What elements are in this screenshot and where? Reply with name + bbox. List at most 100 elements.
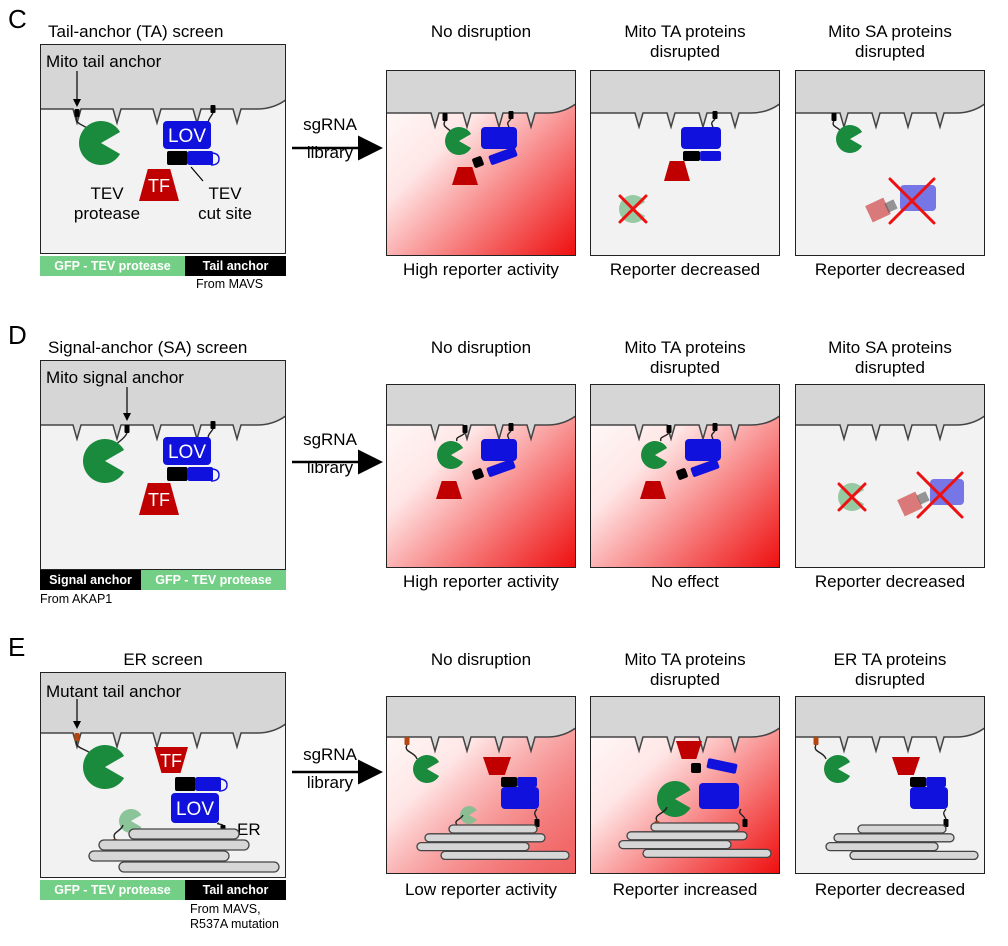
svg-text:TF: TF	[160, 751, 182, 771]
outcome-panel-e3	[795, 696, 985, 874]
outcome-result-e3: Reporter decreased	[814, 880, 966, 899]
mitochondrion-shape	[591, 697, 779, 754]
outcome-result-c2: Reporter decreased	[609, 260, 761, 279]
outcome-result-d1: High reporter activity	[403, 572, 559, 591]
scheme-panel-e: TF LOV ER	[40, 672, 286, 878]
tev-cut-site-shape	[683, 151, 721, 161]
tev-cut-site-shape	[501, 777, 537, 787]
panel-title-d: Signal-anchor (SA) screen	[48, 338, 248, 357]
anchor-label-c: Mito tail anchor	[46, 52, 162, 71]
disruption-cross-shape	[888, 177, 936, 225]
er-membrane-shape	[88, 828, 280, 873]
transcription-factor-shape: TF	[154, 747, 188, 773]
tev-protease-shape	[460, 806, 477, 824]
tev-protease-shape	[119, 809, 142, 833]
mitochondrion-shape	[796, 385, 984, 442]
panel-title-c: Tail-anchor (TA) screen	[48, 22, 224, 41]
membrane-anchor-shape	[404, 737, 410, 745]
tev-protease-shape	[641, 441, 668, 469]
lov-domain-shape: LOV	[171, 793, 219, 823]
membrane-anchor-shape	[508, 423, 514, 431]
construct-source-d: From AKAP1	[40, 592, 113, 606]
lov-domain-shape	[481, 439, 517, 461]
tev-protease-shape	[83, 745, 125, 789]
outcome-panel-c1	[386, 70, 576, 256]
disruption-cross-shape	[837, 482, 867, 512]
tev-cut-site-shape	[175, 777, 221, 791]
transcription-factor-shape	[892, 757, 920, 775]
tev-protease-shape	[83, 439, 125, 483]
membrane-anchor-shape	[712, 423, 718, 431]
outcome-result-e2: Reporter increased	[612, 880, 758, 899]
outcome-panel-e2	[590, 696, 780, 874]
mitochondrion-shape	[387, 71, 575, 130]
outcome-title-c1: No disruption	[430, 22, 532, 41]
membrane-anchor-shape	[742, 819, 748, 827]
outcome-result-d3: Reporter decreased	[814, 572, 966, 591]
membrane-anchor-shape	[462, 425, 468, 433]
svg-text:LOV: LOV	[176, 799, 214, 820]
svg-text:LOV: LOV	[168, 126, 206, 147]
membrane-anchor-shape	[813, 737, 819, 745]
construct-source-c: From MAVS	[196, 277, 264, 291]
outcome-panel-c2	[590, 70, 780, 256]
panel-letter-c: C	[8, 4, 27, 34]
membrane-anchor-shape	[210, 421, 216, 429]
mitochondrion-shape	[796, 71, 984, 130]
tev-protease-shape	[657, 781, 691, 817]
construct-bar-gfp-c: GFP - TEV protease	[40, 256, 185, 276]
membrane-anchor-shape	[508, 111, 514, 119]
outcome-panel-d2	[590, 384, 780, 568]
lov-domain-shape	[685, 439, 721, 461]
svg-text:TF: TF	[148, 490, 170, 510]
transcription-factor-shape	[664, 161, 690, 181]
lov-domain-shape	[699, 783, 739, 809]
outcome-panel-d3	[795, 384, 985, 568]
tev-protease-shape	[836, 125, 863, 153]
membrane-anchor-shape	[74, 733, 80, 741]
er-membrane-shape	[825, 824, 979, 861]
panel-letter-d: D	[8, 320, 27, 350]
transcription-factor-shape	[452, 167, 478, 185]
outcome-title-e1: No disruption	[430, 650, 532, 669]
panel-letter-e: E	[8, 632, 26, 662]
outcome-result-c1: High reporter activity	[403, 260, 559, 279]
lov-domain-shape	[910, 787, 948, 809]
panel-title-e: ER screen	[123, 650, 203, 669]
outcome-panel-c3	[795, 70, 985, 256]
outcome-panel-e1	[386, 696, 576, 874]
tev-cut-site-shape	[910, 777, 946, 787]
construct-bar-anchor-d: Signal anchor	[40, 570, 141, 590]
tev-protease-shape	[437, 441, 464, 469]
tev-cut-site-shape	[167, 151, 213, 165]
outcome-result-e1: Low reporter activity	[404, 880, 558, 899]
outcome-result-d2: No effect	[651, 572, 719, 591]
lov-domain-shape	[481, 127, 517, 149]
anchor-label-e: Mutant tail anchor	[46, 682, 182, 701]
membrane-anchor-shape	[943, 819, 949, 827]
mitochondrion-shape	[41, 361, 285, 442]
membrane-anchor-shape	[74, 109, 80, 117]
tev-protease-shape	[445, 127, 472, 155]
transcription-factor-shape	[483, 757, 511, 775]
anchor-label-d: Mito signal anchor	[46, 368, 184, 387]
transcription-factor-shape: TF	[139, 483, 179, 515]
tev-protease-shape	[413, 755, 440, 783]
lov-domain-shape: LOV	[163, 121, 211, 149]
membrane-anchor-shape	[831, 113, 837, 121]
svg-text:LOV: LOV	[168, 442, 206, 463]
membrane-anchor-shape	[666, 425, 672, 433]
disruption-cross-shape	[916, 471, 964, 519]
membrane-anchor-shape	[712, 111, 718, 119]
construct-bar-gfp-e: GFP - TEV protease	[40, 880, 185, 900]
er-membrane-shape	[416, 824, 570, 861]
